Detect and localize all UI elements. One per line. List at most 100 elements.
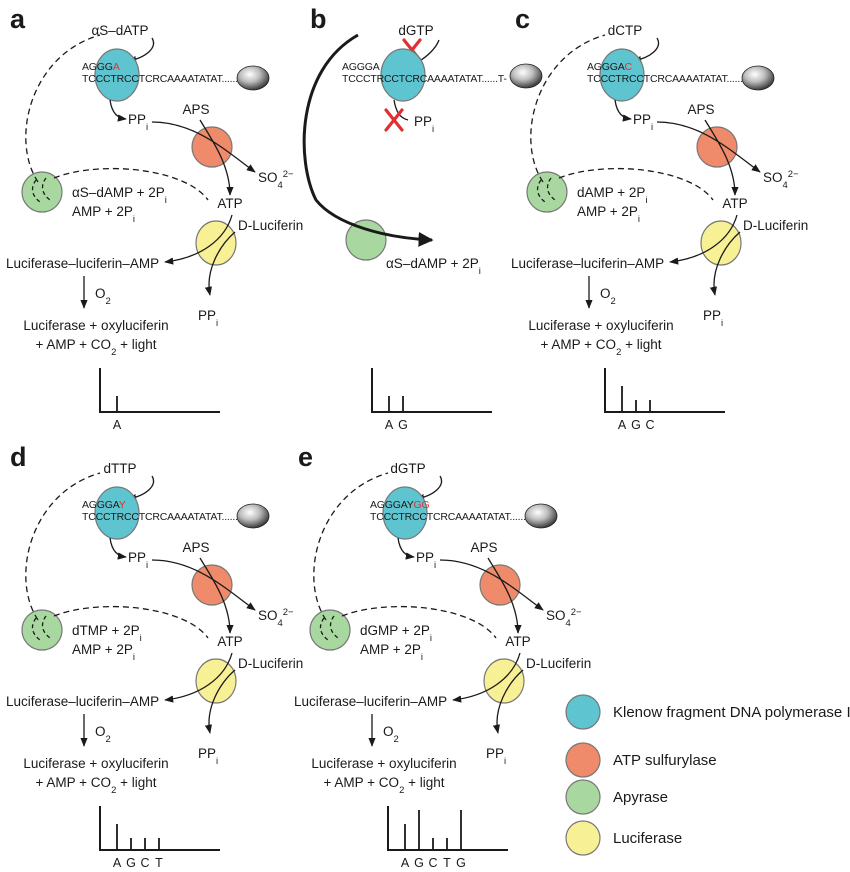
atp-sulfurylase — [479, 564, 521, 606]
atp-sulfurylase — [696, 126, 738, 168]
pyrogram-tick-label: C — [428, 856, 437, 870]
pyrogram-tick-label: A — [113, 856, 122, 870]
ppi-to-sulfate-arrow — [151, 121, 256, 173]
aps-label: APS — [687, 102, 714, 117]
amp-label: AMP + 2Pi — [360, 642, 423, 663]
to-complex-arrow — [452, 652, 521, 703]
amp-label: AMP + 2Pi — [577, 204, 640, 225]
to-complex-arrow — [164, 652, 233, 703]
sulfate-label: SO42− — [546, 607, 582, 629]
nucleotide-label: dTTP — [103, 461, 136, 476]
klenow-polymerase — [94, 48, 140, 102]
pyrogram-tick-label: G — [456, 856, 466, 870]
sulfate-label: SO42− — [258, 169, 294, 191]
ppi-out-label: PPi — [198, 308, 218, 329]
products-line-1: Luciferase + oxyluciferin — [23, 318, 168, 333]
klenow-polymerase — [599, 48, 645, 102]
template-sequence: TCCCTRCCTCRCAAAATATAT......T- — [342, 73, 507, 85]
primer-sequence: AGGGAC — [587, 61, 633, 73]
to-ppi-arrow — [204, 231, 236, 296]
apyrase — [21, 609, 63, 651]
nucleotide-label: αS–dATP — [91, 23, 148, 38]
nucleotide-label: dCTP — [608, 23, 643, 38]
oxygen-label: O2 — [95, 286, 111, 307]
complex-label: Luciferase–luciferin–AMP — [511, 256, 664, 271]
complex-label: Luciferase–luciferin–AMP — [6, 256, 159, 271]
ppi-label: PPi — [416, 550, 436, 571]
luciferase — [483, 658, 525, 704]
amp-label: AMP + 2Pi — [72, 204, 135, 225]
pyrogram: A — [99, 368, 220, 432]
luciferin-label: D-Luciferin — [238, 218, 303, 233]
luciferase — [700, 220, 742, 266]
bead-icon — [509, 63, 543, 89]
nucleotide-label: dGTP — [390, 461, 425, 476]
products-line-1: Luciferase + oxyluciferin — [528, 318, 673, 333]
products-line-1: Luciferase + oxyluciferin — [23, 756, 168, 771]
legend-swatch-luciferase — [565, 820, 601, 856]
ppi-label: PPi — [128, 550, 148, 571]
pyrogram-tick-label: G — [398, 418, 408, 432]
luciferase — [195, 220, 237, 266]
ppi-to-sulfate-arrow — [439, 559, 544, 611]
to-ppi-arrow — [709, 231, 741, 296]
ppi-label: PPi — [128, 112, 148, 133]
pyrogram-axes — [371, 368, 492, 413]
bead-icon — [236, 503, 270, 529]
panel-label: e — [298, 442, 313, 472]
legend-label-apyrase: Apyrase — [613, 789, 668, 806]
bead-icon — [524, 503, 558, 529]
ppi-to-sulfate-arrow — [656, 121, 761, 173]
ppi-out-label: PPi — [486, 746, 506, 767]
pyrogram-tick-label: C — [645, 418, 654, 432]
atp-label: ATP — [217, 634, 242, 649]
amp-label: AMP + 2Pi — [72, 642, 135, 663]
oxygen-label: O2 — [383, 724, 399, 745]
byproduct-label: dTMP + 2Pi — [72, 623, 142, 644]
apyrase — [526, 171, 568, 213]
legend-swatch-sulfurylase — [565, 742, 601, 778]
ppi-release-arrow — [614, 99, 632, 122]
aps-to-atp-arrow — [704, 119, 739, 196]
nucleotide-degradation-dashed — [25, 34, 101, 183]
nucleotide-degradation-dashed — [313, 472, 389, 621]
apyrase — [21, 171, 63, 213]
apyrase-inner-arrows — [31, 177, 51, 203]
pyrogram-axes — [604, 368, 725, 413]
panel-label: c — [515, 4, 530, 34]
byproduct-label: dGMP + 2Pi — [360, 623, 432, 644]
legend-label-klenow: Klenow fragment DNA polymerase I — [613, 704, 850, 721]
products-line-1: Luciferase + oxyluciferin — [311, 756, 456, 771]
ppi-release-arrow — [397, 537, 415, 560]
pyrogram-tick-label: A — [385, 418, 394, 432]
apyrase — [345, 219, 387, 261]
panel-label: b — [310, 4, 327, 34]
aps-to-atp-arrow — [487, 557, 522, 634]
pyrogram-axes — [99, 368, 220, 413]
byproduct-label: dAMP + 2Pi — [577, 185, 648, 206]
complex-label: Luciferase–luciferin–AMP — [6, 694, 159, 709]
luciferin-label: D-Luciferin — [238, 656, 303, 671]
to-complex-arrow — [164, 214, 233, 265]
blocked-x-icon — [384, 108, 404, 132]
legend-label-sulfurylase: ATP sulfurylase — [613, 752, 717, 769]
products-line-2: + AMP + CO2 + light — [36, 337, 157, 358]
legend-label-luciferase: Luciferase — [613, 830, 682, 847]
atp-label: ATP — [505, 634, 530, 649]
primer-sequence: AGGGA — [82, 61, 120, 73]
aps-to-atp-arrow — [199, 119, 234, 196]
template-sequence: TCCCTRCCTCRCAAAATATAT......T- — [82, 73, 247, 85]
nucleotide-degradation-dashed — [530, 34, 606, 183]
products-line-2: + AMP + CO2 + light — [36, 775, 157, 796]
pyrogram-tick-label: T — [155, 856, 163, 870]
aps-label: APS — [182, 540, 209, 555]
pyrogram-tick-label: T — [443, 856, 451, 870]
apyrase-inner-arrows — [319, 615, 339, 641]
products-line-2: + AMP + CO2 + light — [541, 337, 662, 358]
